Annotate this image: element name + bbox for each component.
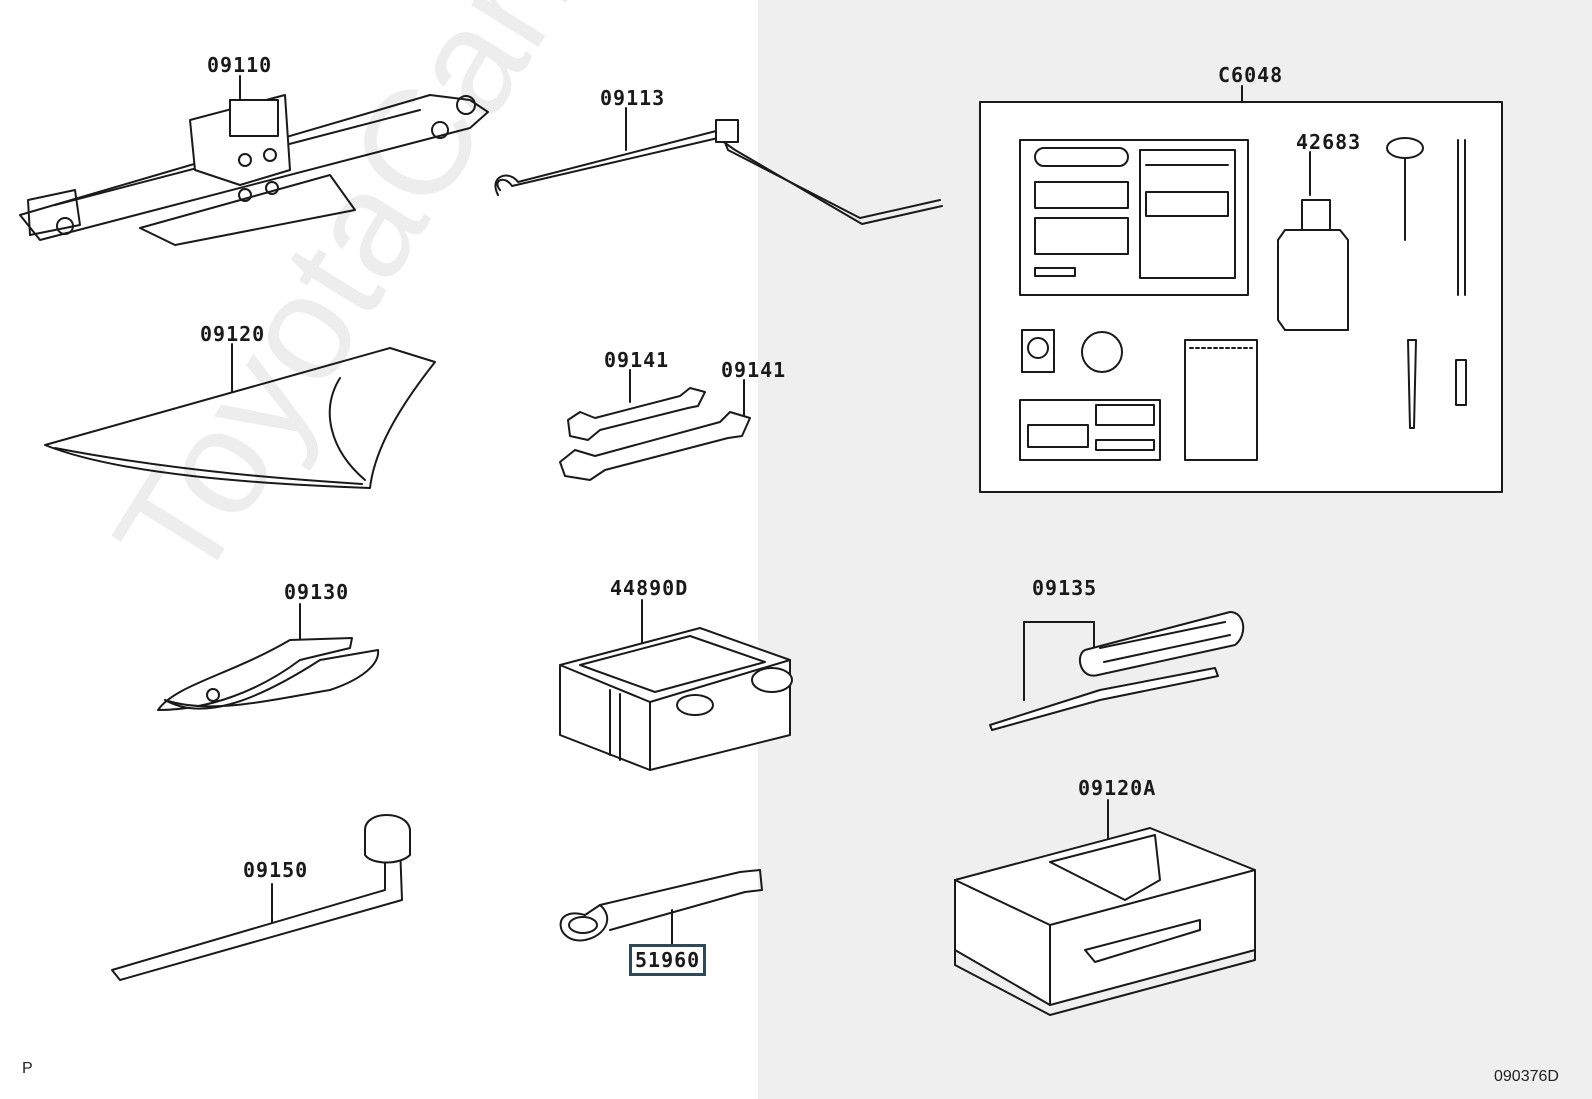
repair-kit-illustration[interactable] bbox=[979, 85, 1503, 493]
scissor-jack-illustration[interactable] bbox=[19, 75, 489, 246]
label-tool-case[interactable]: 09120A bbox=[1078, 776, 1157, 800]
label-jack-handle[interactable]: 09113 bbox=[600, 86, 666, 110]
label-sealant[interactable]: 42683 bbox=[1296, 130, 1362, 154]
label-wrench-a[interactable]: 09141 bbox=[604, 348, 670, 372]
compressor-illustration[interactable] bbox=[559, 599, 793, 771]
diagram-code: 090376D bbox=[1494, 1068, 1559, 1085]
label-repair-kit[interactable]: C6048 bbox=[1218, 63, 1284, 87]
label-lug-wrench[interactable]: 09150 bbox=[243, 858, 309, 882]
footer-left-mark: P bbox=[22, 1060, 33, 1077]
label-jack[interactable]: 09110 bbox=[207, 53, 273, 77]
label-tow-hook-highlighted[interactable]: 51960 bbox=[629, 944, 707, 976]
pliers-illustration[interactable] bbox=[157, 603, 380, 711]
label-screwdriver[interactable]: 09135 bbox=[1032, 576, 1098, 600]
wrenches-illustration[interactable] bbox=[559, 369, 751, 481]
jack-handle-illustration[interactable] bbox=[494, 107, 943, 225]
tool-bag-illustration[interactable] bbox=[44, 343, 436, 489]
label-tool-bag[interactable]: 09120 bbox=[200, 322, 266, 346]
label-compressor[interactable]: 44890D bbox=[610, 576, 689, 600]
tow-hook-illustration[interactable] bbox=[559, 869, 763, 949]
tool-case-illustration[interactable] bbox=[954, 799, 1256, 1016]
lug-wrench-illustration[interactable] bbox=[111, 814, 411, 981]
label-pliers[interactable]: 09130 bbox=[284, 580, 350, 604]
label-wrench-b[interactable]: 09141 bbox=[721, 358, 787, 382]
screwdriver-illustration[interactable] bbox=[989, 611, 1245, 731]
